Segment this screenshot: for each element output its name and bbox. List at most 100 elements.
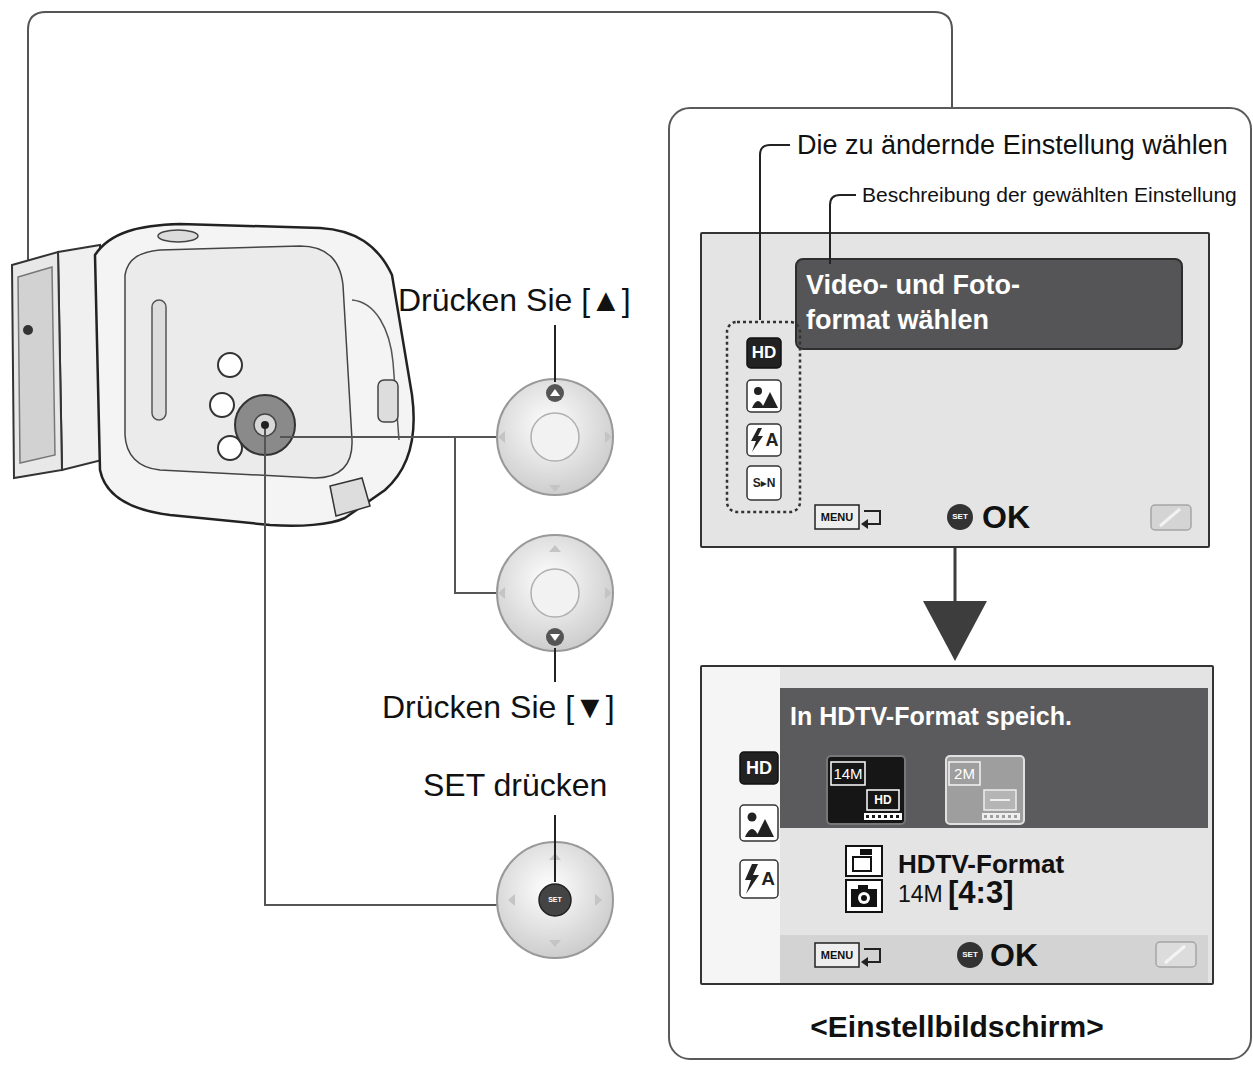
menu-icons xyxy=(1151,505,1191,530)
format-icons xyxy=(853,857,871,871)
format-icons xyxy=(861,895,867,901)
option-icon-details xyxy=(831,762,1020,820)
button-label: MENU xyxy=(815,943,859,967)
description-text: Video- und Foto- format wählen xyxy=(806,268,1068,338)
control-pad xyxy=(497,535,613,682)
camcorder xyxy=(158,230,198,242)
menu-icons xyxy=(740,805,778,841)
confirm-text: OK xyxy=(990,935,1038,975)
control-pad xyxy=(605,587,612,599)
menu-icons xyxy=(756,819,774,837)
button-label: SET xyxy=(541,893,569,907)
control-pad xyxy=(497,379,613,495)
option-icon-details xyxy=(867,790,899,810)
menu-icons xyxy=(861,519,868,529)
callout-label: Die zu ändernde Einstellung wählen xyxy=(797,127,1228,163)
aspect-ratio: [4:3] xyxy=(948,874,1013,912)
camcorder xyxy=(210,393,234,417)
menu-icons xyxy=(740,752,1196,968)
control-pad xyxy=(554,325,556,382)
tile-label: 14M xyxy=(831,762,865,785)
menu-icons xyxy=(740,860,778,898)
camcorder xyxy=(352,300,399,440)
menu-icons xyxy=(947,504,973,530)
camcorder xyxy=(18,267,55,463)
menu-icons xyxy=(747,380,781,412)
band-text: In HDTV-Format speich. xyxy=(790,700,1072,732)
icon-label: A xyxy=(758,860,778,898)
control-pad xyxy=(508,894,515,906)
control-pad xyxy=(531,569,579,617)
arrow-head xyxy=(923,601,987,661)
option-icon-details xyxy=(831,762,865,785)
control-pad xyxy=(595,894,602,906)
menu-icons xyxy=(1165,946,1185,963)
menu-icons xyxy=(745,864,759,894)
confirm-text: OK xyxy=(982,497,1030,537)
control-pad xyxy=(549,940,561,947)
screen-bar xyxy=(780,935,1208,983)
icon-label: HD xyxy=(747,338,781,368)
camcorder xyxy=(378,380,398,422)
control-pad xyxy=(550,389,560,396)
menu-icons xyxy=(815,943,859,967)
control-pad xyxy=(497,815,613,958)
menu-icons xyxy=(815,505,859,529)
leader-lines xyxy=(265,425,530,905)
menu-icons xyxy=(747,338,781,368)
button-label: SET xyxy=(947,504,973,530)
button-label: MENU xyxy=(815,505,859,529)
menu-icons xyxy=(747,424,781,456)
leader-lines xyxy=(265,425,530,905)
menu-icons xyxy=(751,428,763,452)
menu-icons xyxy=(747,466,781,500)
control-pad xyxy=(531,413,579,461)
leader-lines xyxy=(280,436,497,438)
menu-icons xyxy=(748,813,757,822)
bracket-leader xyxy=(760,145,790,320)
camcorder xyxy=(330,478,370,516)
control-pad xyxy=(554,648,556,682)
menu-icons xyxy=(1156,942,1196,967)
camcorder xyxy=(125,246,352,478)
screen-column xyxy=(702,667,780,983)
camcorder xyxy=(12,224,414,526)
format-icons xyxy=(846,846,882,876)
control-pad xyxy=(549,485,561,492)
control-pad xyxy=(539,884,571,916)
option-icon-details xyxy=(984,815,1018,818)
format-icons xyxy=(846,880,882,912)
leader-dot xyxy=(261,421,269,429)
menu-icons xyxy=(754,387,762,395)
menu-icons xyxy=(957,942,983,968)
format-icons xyxy=(851,889,877,907)
callout-label: SET drücken xyxy=(423,766,607,804)
icon-label: S▸N xyxy=(747,466,781,500)
menu-icons xyxy=(747,338,1191,530)
callout-label: Drücken Sie [▼] xyxy=(382,688,615,726)
option-icon-details xyxy=(984,790,1016,810)
option-icon-details xyxy=(864,813,902,820)
menu-icons xyxy=(861,957,868,967)
option-icon-details xyxy=(949,762,980,785)
control-pad xyxy=(497,325,613,495)
control-pad xyxy=(546,628,564,646)
resolution: 14M xyxy=(898,880,943,908)
icon-label: A xyxy=(763,424,781,456)
format-icons xyxy=(846,846,882,912)
button-label: SET xyxy=(957,942,983,968)
menu-icons xyxy=(740,752,778,784)
camcorder xyxy=(12,252,62,478)
option-icon-details xyxy=(982,813,1020,820)
control-pad xyxy=(605,431,612,443)
description-box: Video- und Foto- format wählen xyxy=(795,258,1183,350)
flow-connector xyxy=(923,548,987,661)
control-pad xyxy=(497,535,613,651)
callout-label: Drücken Sie [▲] xyxy=(398,281,631,319)
camcorder xyxy=(152,300,166,420)
menu-icons xyxy=(1160,509,1180,526)
control-pad xyxy=(498,587,505,599)
control-pad xyxy=(498,431,505,443)
tile-label: 2M xyxy=(949,762,980,785)
